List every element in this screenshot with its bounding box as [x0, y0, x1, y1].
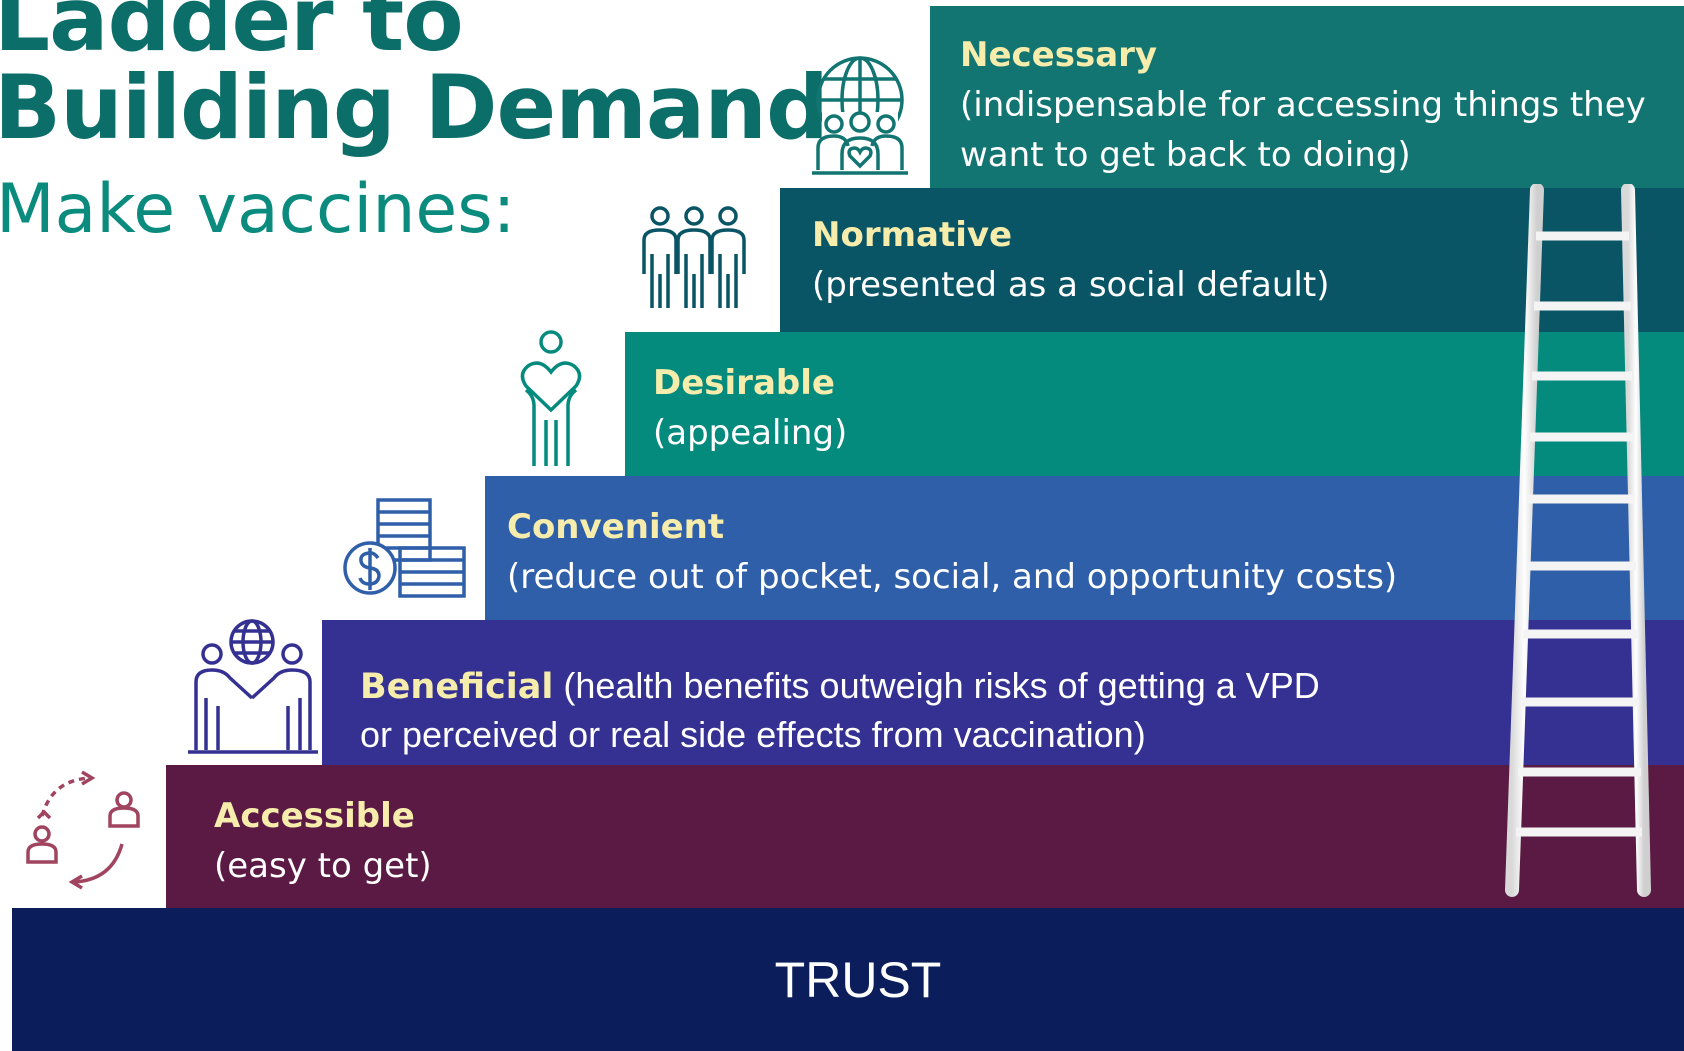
coins-dollar-icon	[343, 498, 466, 598]
subtitle: Make vaccines:	[0, 170, 516, 249]
step-desirable-desc-1: (appealing)	[653, 413, 848, 453]
step-desirable: Desirable (appealing)	[625, 332, 1684, 476]
step-accessible: Accessible (easy to get)	[166, 765, 1684, 908]
step-necessary-text: Necessary (indispensable for accessing t…	[960, 30, 1646, 180]
step-convenient-heading: Convenient	[507, 507, 725, 547]
step-beneficial-desc-1: (health benefits outweigh risks of getti…	[553, 665, 1320, 706]
group-of-people-icon	[642, 206, 746, 308]
title-line-1: Ladder to	[0, 0, 464, 71]
person-holding-heart-icon	[520, 330, 582, 466]
step-beneficial-desc-2: or perceived or real side effects from v…	[360, 714, 1146, 755]
step-desirable-heading: Desirable	[653, 363, 835, 403]
people-exchange-icon	[26, 770, 140, 890]
step-necessary: Necessary (indispensable for accessing t…	[930, 6, 1684, 188]
step-accessible-heading: Accessible	[214, 796, 415, 836]
step-beneficial: Beneficial (health benefits outweigh ris…	[322, 620, 1684, 765]
step-accessible-desc-1: (easy to get)	[214, 846, 432, 886]
handshake-globe-icon	[188, 619, 318, 754]
step-normative-heading: Normative	[812, 215, 1013, 255]
step-beneficial-heading: Beneficial	[360, 667, 554, 707]
trust-base: TRUST	[12, 908, 1684, 1051]
step-necessary-desc-1: (indispensable for accessing things they	[960, 85, 1646, 125]
step-necessary-desc-2: want to get back to doing)	[960, 135, 1411, 175]
step-normative-desc-1: (presented as a social default)	[812, 265, 1330, 305]
trust-label: TRUST	[774, 951, 942, 1008]
step-accessible-text: Accessible (easy to get)	[214, 791, 432, 891]
title-line-2: Building Demand	[0, 56, 829, 159]
step-necessary-heading: Necessary	[960, 35, 1158, 75]
step-beneficial-text: Beneficial (health benefits outweigh ris…	[360, 662, 1320, 759]
ladder-icon	[1505, 184, 1651, 897]
globe-community-icon	[812, 56, 908, 175]
step-convenient-desc-1: (reduce out of pocket, social, and oppor…	[507, 557, 1398, 597]
step-normative-text: Normative (presented as a social default…	[812, 210, 1329, 310]
step-desirable-text: Desirable (appealing)	[653, 358, 847, 458]
step-convenient: Convenient (reduce out of pocket, social…	[485, 476, 1684, 620]
step-convenient-text: Convenient (reduce out of pocket, social…	[507, 502, 1397, 602]
